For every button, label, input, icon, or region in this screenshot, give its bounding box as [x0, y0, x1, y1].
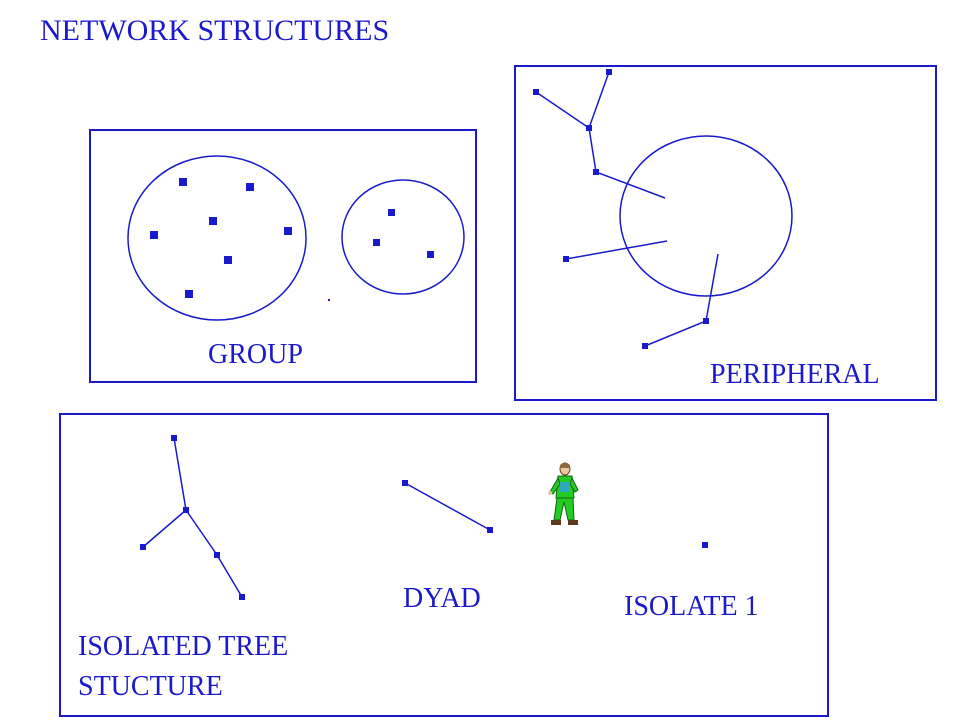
group-node: [427, 251, 434, 258]
peripheral-label: PERIPHERAL: [710, 359, 880, 390]
group-node: [150, 231, 158, 239]
peripheral-core-circle: [619, 135, 793, 297]
isolate-node: [702, 542, 708, 548]
group-stray-dot: [328, 299, 330, 301]
group-panel-frame: [89, 129, 477, 383]
isolates-nodes: [140, 435, 708, 600]
group-node: [246, 183, 254, 191]
group-label: GROUP: [208, 339, 303, 370]
group-node: [373, 239, 380, 246]
group-node: [224, 256, 232, 264]
tree-node: [171, 435, 177, 441]
peripheral-node: [563, 256, 569, 262]
group-large-circle: [127, 155, 307, 321]
group-node: [185, 290, 193, 298]
group-small-circle: [341, 179, 465, 295]
dyad-node: [402, 480, 408, 486]
peripheral-panel-frame: [514, 65, 937, 401]
isolates-panel-frame: [59, 413, 829, 717]
tree-node: [140, 544, 146, 550]
tree-node: [239, 594, 245, 600]
group-node: [179, 178, 187, 186]
peripheral-node: [586, 125, 592, 131]
peripheral-tie-left: [565, 240, 668, 260]
peripheral-node: [642, 343, 648, 349]
dyad-node: [487, 527, 493, 533]
group-nodes: [150, 178, 434, 301]
tree-node: [214, 552, 220, 558]
peripheral-nodes: [533, 69, 709, 349]
dyad-tie: [404, 482, 491, 531]
peripheral-node: [703, 318, 709, 324]
tree-node: [183, 507, 189, 513]
group-node: [209, 217, 217, 225]
peripheral-node: [533, 89, 539, 95]
peripheral-tie-bottom: [644, 253, 719, 347]
dyad-label: DYAD: [403, 583, 481, 614]
tree-label-line2: STUCTURE: [78, 671, 223, 702]
tree-branch-left: [142, 509, 187, 548]
isolates-panel: [59, 413, 829, 717]
slide-title: NETWORK STRUCTURES: [40, 14, 390, 47]
peripheral-chain-top: [535, 71, 610, 130]
tree-branch-main: [173, 437, 243, 598]
tree-label-line1: ISOLATED TREE: [78, 631, 289, 662]
peripheral-panel: [514, 65, 937, 401]
walking-person-icon: [548, 462, 579, 525]
peripheral-node: [593, 169, 599, 175]
group-node: [284, 227, 292, 235]
group-node: [388, 209, 395, 216]
peripheral-node: [606, 69, 612, 75]
group-panel: [89, 129, 477, 383]
peripheral-chain-top-stem: [588, 127, 666, 199]
isolate-label: ISOLATE 1: [624, 591, 759, 622]
